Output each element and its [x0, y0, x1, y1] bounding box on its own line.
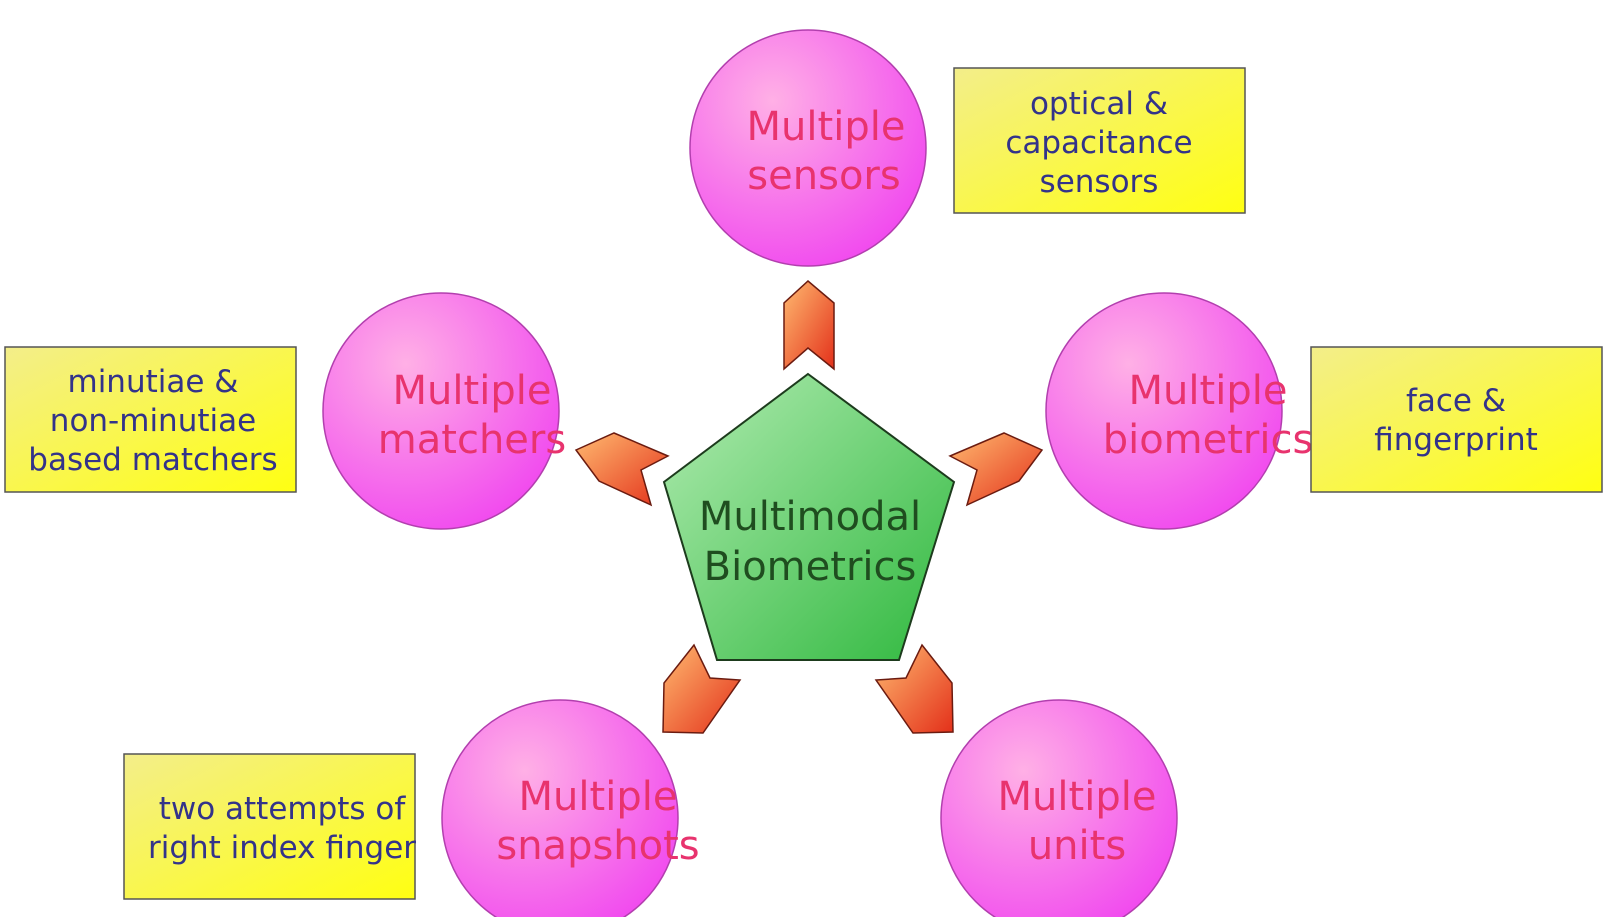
node-sensors: Multiple sensors [689, 29, 927, 267]
center-node: Multimodal Biometrics [662, 372, 956, 661]
units-label-line-2: units [1028, 823, 1126, 869]
sensors-label-line-2: sensors [747, 153, 900, 199]
center-pentagon [662, 372, 956, 661]
biometrics-label-line-2: biometrics [1103, 417, 1314, 463]
matchers-label-line-1: Multiple [393, 368, 552, 414]
note-sensors-line-2: capacitance [1005, 125, 1192, 161]
sensors-label-line-1: Multiple [747, 104, 906, 150]
sensors-circle [689, 29, 927, 267]
note-matchers-line-3: based matchers [28, 442, 277, 478]
note-snapshots-line-1: two attempts of [159, 791, 407, 827]
note-matchers: minutiae & non-minutiae based matchers [4, 346, 297, 493]
note-snapshots-line-2: right index finger [148, 830, 416, 866]
note-sensors: optical & capacitance sensors [953, 67, 1246, 214]
note-biometrics-box [1310, 346, 1603, 493]
snapshots-label-line-1: Multiple [519, 774, 678, 820]
center-label-line-1: Multimodal [699, 494, 921, 540]
matchers-label-line-2: matchers [378, 417, 566, 463]
matchers-circle [322, 292, 560, 530]
arrow-to-biometrics [948, 432, 1044, 507]
units-circle [940, 699, 1178, 917]
note-sensors-line-3: sensors [1040, 164, 1159, 200]
arrow-to-matchers [574, 432, 670, 507]
note-sensors-line-1: optical & [1030, 86, 1168, 122]
note-snapshots: two attempts of right index finger [123, 753, 416, 900]
note-biometrics-line-2: fingerprint [1374, 422, 1538, 458]
biometrics-circle [1045, 292, 1283, 530]
note-biometrics-line-1: face & [1406, 383, 1506, 419]
arrows-group [574, 280, 1044, 734]
biometrics-label-line-1: Multiple [1129, 368, 1288, 414]
note-sensors-box [953, 67, 1246, 214]
arrow-to-sensors [783, 280, 835, 371]
node-snapshots: Multiple snapshots [441, 699, 700, 917]
node-units: Multiple units [940, 699, 1178, 917]
units-label-line-1: Multiple [998, 774, 1157, 820]
snapshots-label-line-2: snapshots [496, 823, 699, 869]
snapshots-circle [441, 699, 679, 917]
note-matchers-box [4, 346, 297, 493]
arrow-to-units [874, 643, 954, 734]
arrow-to-snapshots [662, 643, 742, 734]
note-biometrics: face & fingerprint [1310, 346, 1603, 493]
center-label-line-2: Biometrics [704, 544, 917, 590]
node-biometrics: Multiple biometrics [1045, 292, 1314, 530]
note-matchers-line-1: minutiae & [68, 364, 239, 400]
note-snapshots-box [123, 753, 416, 900]
node-matchers: Multiple matchers [322, 292, 566, 530]
note-matchers-line-2: non-minutiae [50, 403, 256, 439]
